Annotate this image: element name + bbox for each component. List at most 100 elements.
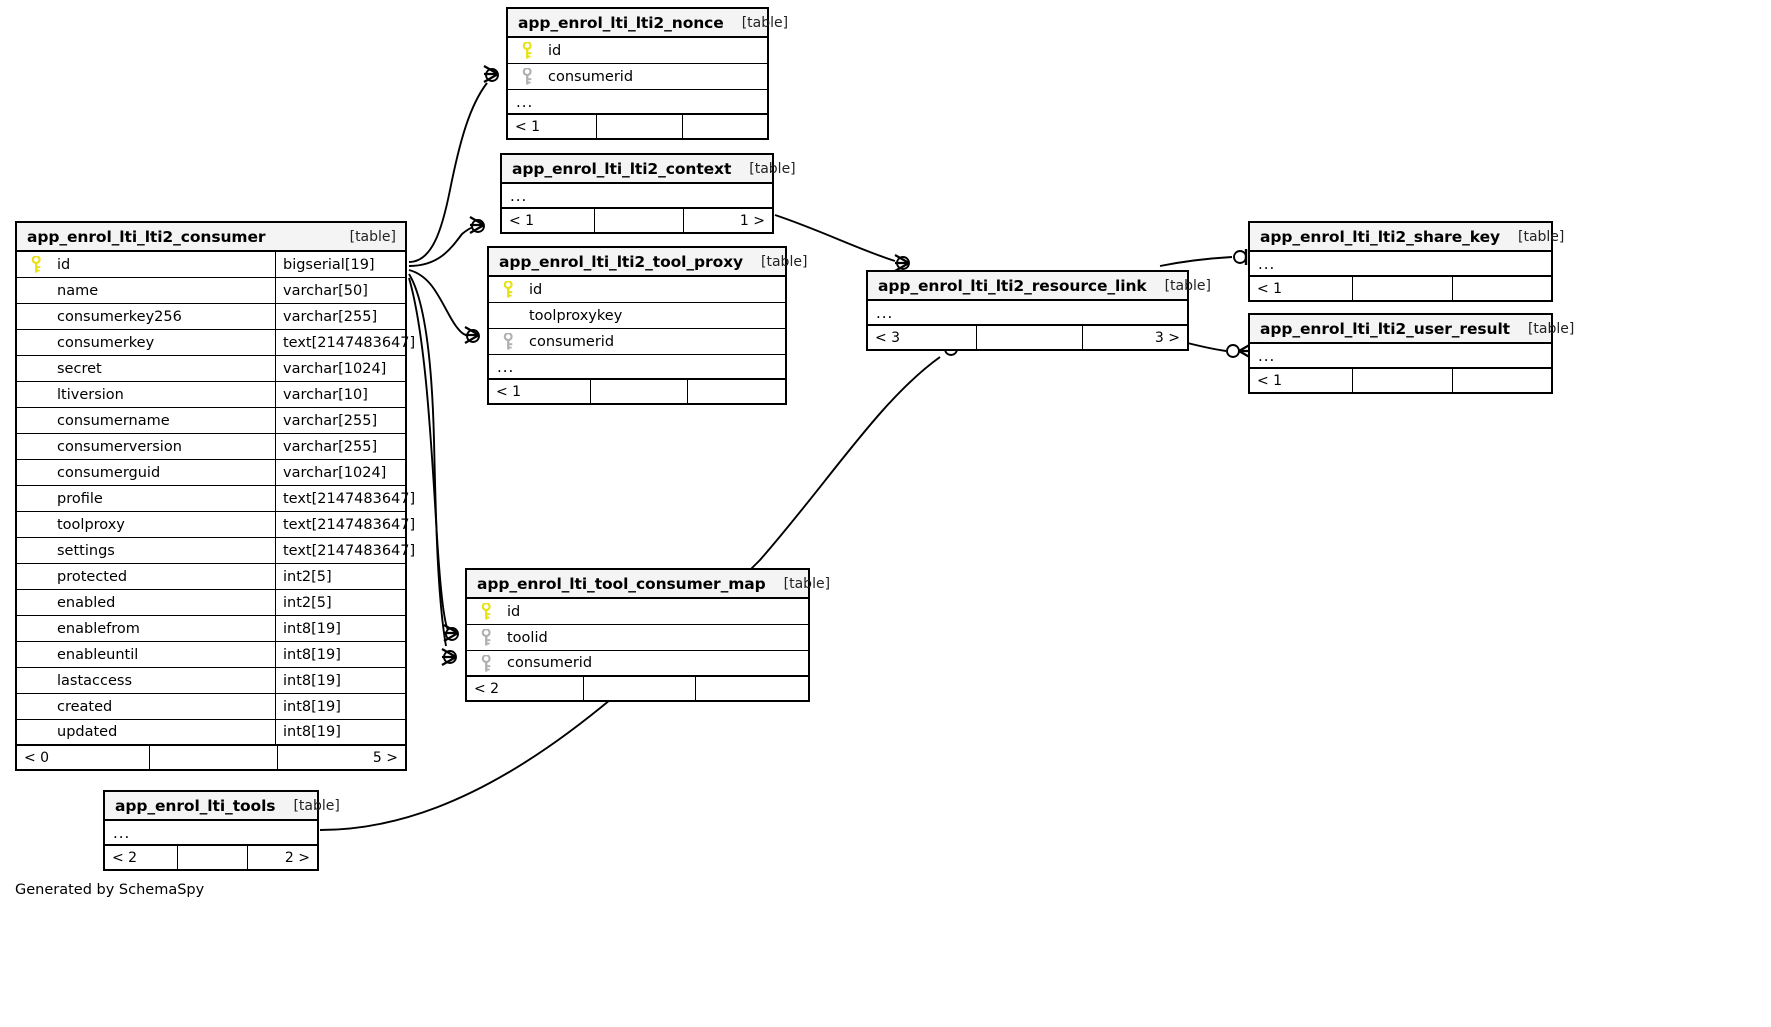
column-name-cell: toolproxy [17, 512, 275, 537]
collapsed-columns-ellipsis[interactable]: ... [502, 184, 772, 209]
column-label: consumerguid [57, 464, 161, 481]
column-label: toolproxykey [529, 307, 623, 324]
column-type-cell: text[2147483647] [275, 486, 415, 511]
column-name-cell: name [17, 278, 275, 303]
table-name-consumer: app_enrol_lti_lti2_consumer [27, 227, 266, 246]
table-type-tag-lti_tools: [table] [293, 797, 340, 814]
table-header-context[interactable]: app_enrol_lti_lti2_context[table] [502, 155, 796, 184]
column-label: enablefrom [57, 620, 140, 637]
column-type-cell: varchar[50] [275, 278, 405, 303]
table-header-lti_tools[interactable]: app_enrol_lti_tools[table] [105, 792, 340, 821]
generated-by-label: Generated by SchemaSpy [15, 882, 205, 898]
column-row[interactable]: toolid [467, 625, 808, 651]
table-header-consumer[interactable]: app_enrol_lti_lti2_consumer[table] [17, 223, 405, 252]
table-name-tool_consumer_map: app_enrol_lti_tool_consumer_map [477, 574, 766, 593]
table-name-resource_link: app_enrol_lti_lti2_resource_link [878, 276, 1147, 295]
collapsed-columns-ellipsis[interactable]: ... [489, 355, 785, 380]
column-label: consumername [57, 412, 170, 429]
footer-mid-cell [1352, 277, 1451, 300]
table-name-user_result: app_enrol_lti_lti2_user_result [1260, 319, 1510, 338]
column-row[interactable]: consumerguid varchar[1024] [17, 460, 405, 486]
footer-right-cell: 3 > [1081, 326, 1187, 349]
column-type-cell: varchar[10] [275, 382, 405, 407]
footer-right-cell [695, 677, 808, 700]
column-label: secret [57, 360, 102, 377]
column-label: consumerid [529, 333, 615, 350]
table-header-resource_link[interactable]: app_enrol_lti_lti2_resource_link[table] [868, 272, 1211, 301]
collapsed-columns-ellipsis[interactable]: ... [508, 90, 767, 115]
column-row[interactable]: consumerid [489, 329, 785, 355]
column-row[interactable]: consumerid [467, 651, 808, 677]
table-name-nonce: app_enrol_lti_lti2_nonce [518, 13, 724, 32]
primary-key-icon [475, 603, 497, 620]
collapsed-columns-ellipsis[interactable]: ... [868, 301, 1187, 326]
collapsed-columns-ellipsis[interactable]: ... [1250, 344, 1551, 369]
table-share_key[interactable]: app_enrol_lti_lti2_share_key[table]...< … [1248, 221, 1564, 302]
column-name-cell: updated [17, 720, 275, 744]
column-label: id [529, 281, 543, 298]
table-tool_proxy[interactable]: app_enrol_lti_lti2_tool_proxy[table]id to… [487, 246, 807, 405]
primary-key-icon [516, 42, 538, 59]
table-resource_link[interactable]: app_enrol_lti_lti2_resource_link[table].… [866, 270, 1211, 351]
column-name-cell: enablefrom [17, 616, 275, 641]
footer-left-cell: < 3 [875, 329, 901, 346]
column-label: created [57, 698, 113, 715]
column-type-cell: varchar[255] [275, 434, 405, 459]
table-tool_consumer_map[interactable]: app_enrol_lti_tool_consumer_map[table]id… [465, 568, 830, 702]
column-label: toolid [507, 629, 548, 646]
column-row[interactable]: created int8[19] [17, 694, 405, 720]
edge-resource-link-share-key [1159, 249, 1248, 267]
column-label: lastaccess [57, 672, 133, 689]
column-name-cell: enableuntil [17, 642, 275, 667]
column-label: updated [57, 724, 118, 740]
table-header-user_result[interactable]: app_enrol_lti_lti2_user_result [table] [1250, 315, 1574, 344]
column-name-cell: toolid [467, 625, 808, 650]
table-header-tool_consumer_map[interactable]: app_enrol_lti_tool_consumer_map[table] [467, 570, 830, 599]
footer-mid-cell [582, 677, 696, 700]
column-row[interactable]: id [467, 599, 808, 625]
footer-mid-cell [1352, 369, 1451, 392]
column-row[interactable]: toolproxykey [489, 303, 785, 329]
column-row[interactable]: consumerid [508, 64, 767, 90]
table-type-tag-user_result: [table] [1527, 320, 1575, 337]
footer-mid-cell [593, 209, 683, 232]
footer-right-cell [687, 380, 785, 403]
column-label: toolproxy [57, 516, 125, 533]
footer-left-cell: < 2 [474, 680, 500, 697]
column-row[interactable]: consumername varchar[255] [17, 408, 405, 434]
column-type-cell: varchar[255] [275, 408, 405, 433]
column-type-cell: int8[19] [275, 694, 405, 719]
table-header-share_key[interactable]: app_enrol_lti_lti2_share_key[table] [1250, 223, 1564, 252]
collapsed-columns-ellipsis[interactable]: ... [1250, 252, 1551, 277]
table-user_result[interactable]: app_enrol_lti_lti2_user_result [table]...… [1248, 313, 1574, 394]
table-header-nonce[interactable]: app_enrol_lti_lti2_nonce[table] [508, 9, 788, 38]
column-row[interactable]: id [489, 277, 785, 303]
column-row[interactable]: id [508, 38, 767, 64]
column-label: consumerkey256 [57, 308, 182, 325]
collapsed-columns-ellipsis[interactable]: ... [105, 821, 317, 846]
column-type-cell: varchar[1024] [275, 460, 405, 485]
column-name-cell: secret [17, 356, 275, 381]
table-header-tool_proxy[interactable]: app_enrol_lti_lti2_tool_proxy[table] [489, 248, 807, 277]
